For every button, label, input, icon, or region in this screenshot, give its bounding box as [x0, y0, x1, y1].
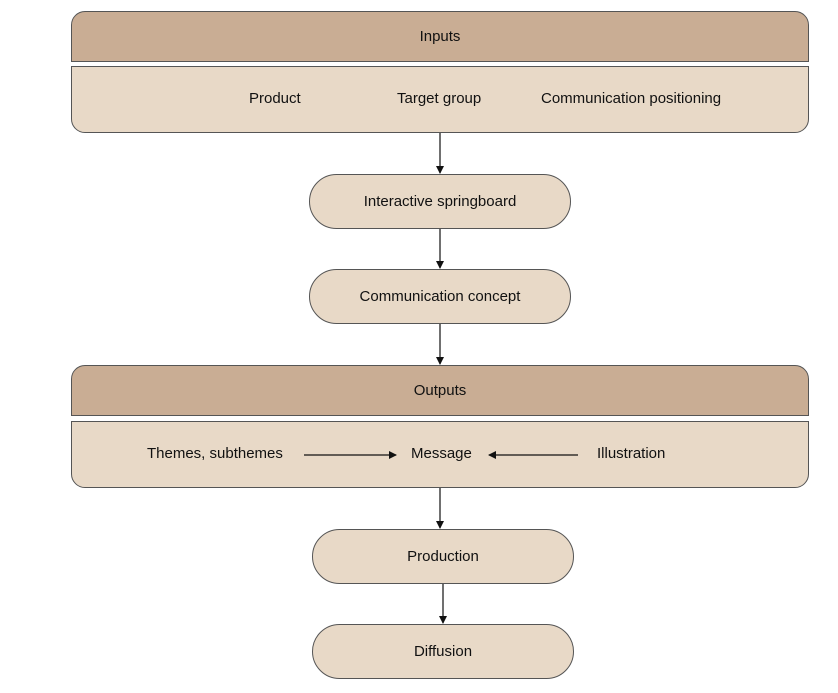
diffusion-label: Diffusion [413, 643, 473, 660]
inputs-body [71, 66, 809, 133]
concept-node: Communication concept [309, 269, 571, 324]
outputs-body [71, 421, 809, 488]
output-message: Message [411, 445, 472, 462]
diffusion-node: Diffusion [312, 624, 574, 679]
output-themes: Themes, subthemes [147, 445, 283, 462]
input-communication-positioning: Communication positioning [541, 90, 722, 107]
output-illustration: Illustration [597, 445, 666, 462]
outputs-title: Outputs [413, 382, 467, 399]
production-label: Production [407, 548, 479, 565]
concept-label: Communication concept [359, 288, 521, 305]
inputs-title: Inputs [419, 28, 461, 45]
springboard-node: Interactive springboard [309, 174, 571, 229]
inputs-header: Inputs [71, 11, 809, 62]
input-target-group: Target group [397, 90, 482, 107]
input-product: Product [249, 90, 301, 107]
springboard-label: Interactive springboard [363, 193, 517, 210]
outputs-header: Outputs [71, 365, 809, 416]
production-node: Production [312, 529, 574, 584]
